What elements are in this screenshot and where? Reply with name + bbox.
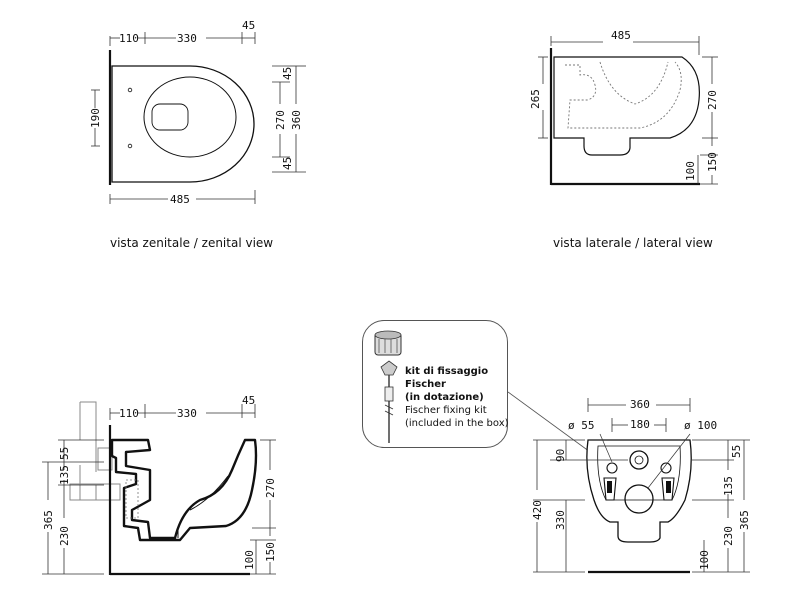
- rear-dim-90: 90: [554, 449, 567, 462]
- rear-dim-330: 330: [554, 510, 567, 530]
- zenital-bowl-outline: [111, 65, 255, 183]
- rear-view: 360 ø 55 180 ø 100 90 420 330 55 135 365…: [507, 391, 751, 574]
- lateral-dim-150: 150: [706, 152, 719, 172]
- lateral-dim-100: 100: [684, 161, 697, 181]
- section-dim-135: 135: [58, 465, 71, 485]
- lateral-hidden-rim: [599, 61, 669, 105]
- section-horizontal-pipe: [69, 483, 121, 501]
- rear-leader-phi55: [599, 433, 613, 463]
- section-inlet-fitting: [97, 447, 113, 471]
- rear-dim-365: 365: [738, 510, 751, 530]
- zenital-dim-330: 330: [177, 32, 197, 45]
- rear-dim-100: 100: [698, 550, 711, 570]
- fixing-kit-callout: kit di fissaggio Fischer (in dotazione) …: [362, 320, 509, 448]
- section-view: 110 330 45 55 135 365 230 270 100 150: [42, 394, 277, 576]
- rear-dim-180: 180: [630, 418, 650, 431]
- zenital-caption-en: zenital view: [201, 236, 274, 250]
- zenital-dim-45-bottom: 45: [281, 157, 294, 170]
- zenital-right-dims: [272, 65, 306, 173]
- zenital-dim-110: 110: [119, 32, 139, 45]
- kit-label-it-3: (in dotazione): [405, 392, 484, 403]
- kit-label-it-1: kit di fissaggio: [405, 366, 489, 377]
- zenital-bottom-dim: [109, 190, 256, 204]
- rear-dim-230: 230: [722, 526, 735, 546]
- rear-inlet-hole: [629, 450, 649, 470]
- kit-label-en-1: Fischer fixing kit: [405, 405, 487, 416]
- rear-fixing-left: [606, 462, 618, 474]
- rear-slot-left-inner: [607, 481, 612, 493]
- section-dim-150: 150: [264, 542, 277, 562]
- zenital-top-dim-chain: [109, 32, 256, 46]
- rear-dim-lines: [533, 398, 750, 573]
- section-dim-110: 110: [119, 407, 139, 420]
- section-dim-45: 45: [242, 394, 255, 407]
- lateral-caption-it: vista laterale: [553, 236, 632, 250]
- zenital-dim-270: 270: [274, 110, 287, 130]
- zenital-bowl-drain: [151, 103, 189, 131]
- zenital-dim-485: 485: [170, 193, 190, 206]
- rear-dim-135: 135: [722, 476, 735, 496]
- zenital-dim-45: 45: [242, 19, 255, 32]
- section-dim-270: 270: [264, 478, 277, 498]
- section-bowl-outline: [110, 438, 258, 542]
- lateral-caption-sep: /: [631, 236, 644, 250]
- zenital-caption-it: vista zenitale: [110, 236, 190, 250]
- rear-slot-left: [603, 477, 617, 501]
- rear-slot-right-inner: [666, 481, 671, 493]
- rear-dim-phi55: ø 55: [568, 419, 595, 432]
- lateral-caption: vista laterale / lateral view: [553, 236, 713, 250]
- lateral-view: 485 265 270 100 150: [529, 29, 719, 186]
- rear-slot-right: [661, 477, 675, 501]
- lateral-hidden-trap: [565, 61, 682, 129]
- zenital-caption: vista zenitale / zenital view: [110, 236, 273, 250]
- zenital-dim-45-top: 45: [281, 67, 294, 80]
- rear-fixing-right: [660, 462, 672, 474]
- lateral-dim-270: 270: [706, 90, 719, 110]
- lateral-caption-en: lateral view: [643, 236, 713, 250]
- zenital-fixing-hole-bottom: [127, 143, 133, 149]
- zenital-dim-360: 360: [290, 110, 303, 130]
- kit-label-en-2: (included in the box): [405, 418, 509, 429]
- zenital-fixing-hole-top: [127, 87, 133, 93]
- rear-dim-360: 360: [630, 398, 650, 411]
- rear-leader-phi100: [647, 433, 691, 489]
- kit-label-it-2: Fischer: [405, 379, 446, 390]
- section-dim-55: 55: [58, 447, 71, 460]
- rear-inlet-hole-inner: [634, 455, 644, 465]
- rear-drain-hole: [624, 484, 654, 514]
- zenital-dim-190: 190: [89, 108, 102, 128]
- rear-dim-420: 420: [531, 500, 544, 520]
- zenital-view: 110 330 45 190 485: [89, 19, 306, 206]
- rear-dim-phi100: ø 100: [684, 419, 717, 432]
- fischer-anchor-icon: [374, 330, 402, 443]
- section-dim-365: 365: [42, 510, 55, 530]
- section-dim-230: 230: [58, 526, 71, 546]
- zenital-bowl-rim: [143, 76, 237, 158]
- section-hidden-fixing: [125, 479, 139, 519]
- lateral-dim-lines: [538, 36, 718, 185]
- section-dim-330: 330: [177, 407, 197, 420]
- lateral-bowl-outline: [553, 56, 700, 156]
- section-dim-lines: [42, 404, 276, 575]
- lateral-dim-265: 265: [529, 89, 542, 109]
- lateral-dim-485: 485: [611, 29, 631, 42]
- section-bowl-inner: [189, 475, 229, 511]
- rear-dim-55: 55: [730, 445, 743, 458]
- zenital-left-dim: [91, 89, 100, 147]
- zenital-caption-sep: /: [189, 236, 202, 250]
- section-dim-100: 100: [243, 550, 256, 570]
